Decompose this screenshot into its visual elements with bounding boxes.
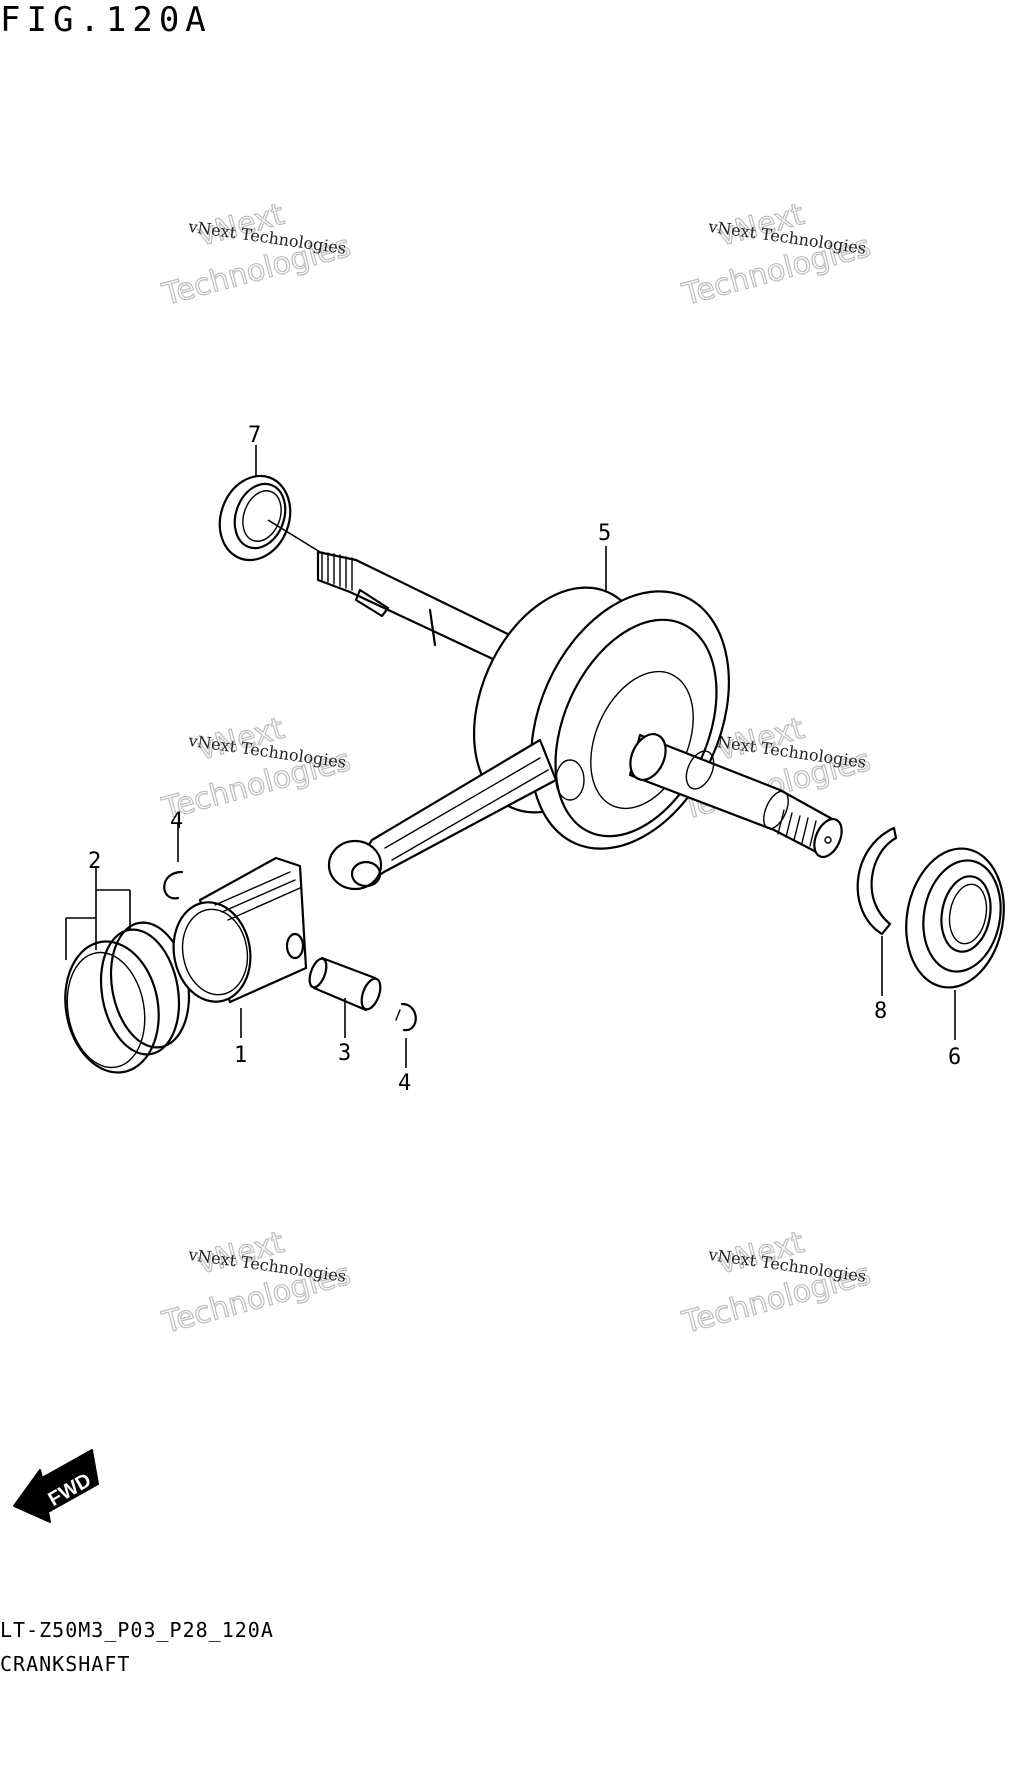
callout-5: 5 xyxy=(598,521,611,546)
figure-title: FIG.120A xyxy=(0,0,212,40)
bearing-part xyxy=(905,847,1005,989)
fwd-arrow-icon: FWD xyxy=(13,1449,99,1523)
snap-ring-part xyxy=(856,826,898,936)
watermark-bottom-left: vNext Technologies vNext Technologies xyxy=(158,1224,355,1341)
leader-lines xyxy=(65,445,956,1068)
watermark-bottom-right: vNext Technologies vNext Technologies xyxy=(678,1224,875,1341)
circlip-left-part xyxy=(163,870,184,900)
callout-4-right: 4 xyxy=(398,1071,411,1096)
callout-6: 6 xyxy=(948,1045,961,1070)
callout-1: 1 xyxy=(234,1043,247,1068)
figure-code: LT-Z50M3_P03_P28_120A xyxy=(0,1618,274,1642)
watermark-mid-left: vNext Technologies vNext Technologies xyxy=(158,710,355,827)
callout-7: 7 xyxy=(248,423,261,448)
callout-4-left: 4 xyxy=(170,809,183,834)
callout-2: 2 xyxy=(88,849,101,874)
piston-part xyxy=(172,856,308,1004)
figure-name: CRANKSHAFT xyxy=(0,1652,131,1676)
piston-pin-part xyxy=(308,956,382,1012)
circlip-right-part xyxy=(395,1002,417,1032)
watermark-top-right: vNext Technologies vNext Technologies xyxy=(678,196,875,313)
callout-8: 8 xyxy=(874,999,887,1024)
oil-seal-part xyxy=(218,474,321,562)
crankshaft-part xyxy=(316,550,843,891)
callout-3: 3 xyxy=(338,1041,351,1066)
watermark-top-left: vNext Technologies vNext Technologies xyxy=(158,196,355,313)
